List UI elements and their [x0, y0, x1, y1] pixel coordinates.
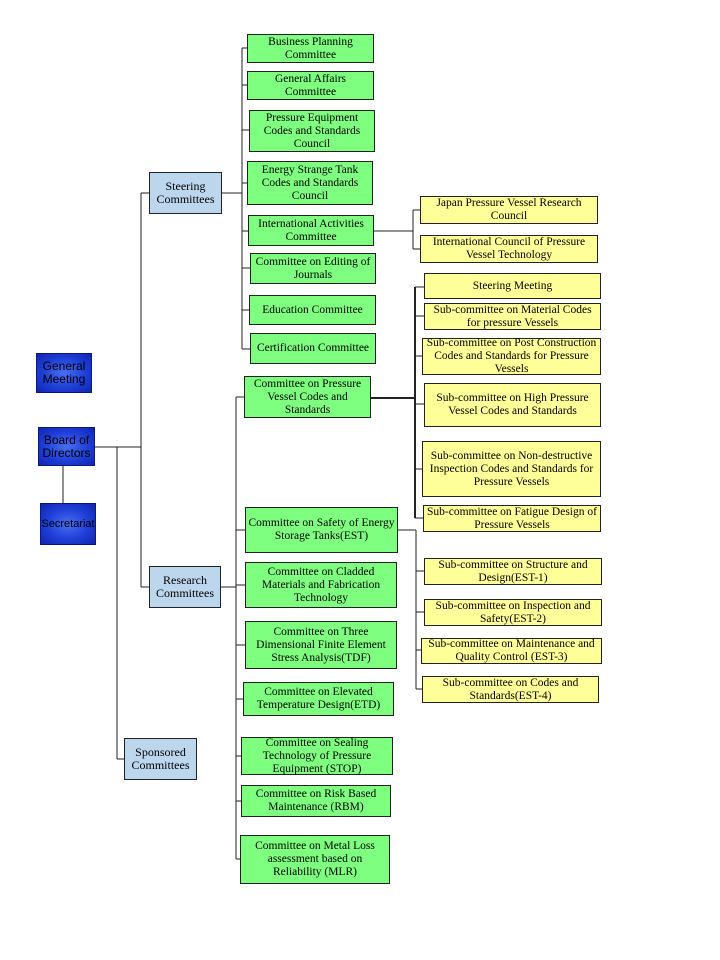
- steering-committee-node: Pressure Equipment Codes and Standards C…: [249, 110, 375, 152]
- international-body-label: International Council of Pressure Vessel…: [432, 236, 586, 261]
- steering-committees-node: Steering Committees: [149, 172, 222, 214]
- est-subcommittee-node: Sub-committee on Inspection and Safety(E…: [424, 599, 602, 626]
- est-subcommittee-label: Sub-committee on Structure and Design(ES…: [438, 558, 588, 584]
- pvcs-subcommittee-label: Sub-committee on Non-destructive Inspect…: [429, 449, 594, 488]
- steering-committee-node: Business Planning Committee: [247, 34, 374, 63]
- international-body-node: International Council of Pressure Vessel…: [420, 235, 598, 263]
- research-committee-node: Committee on Risk Based Maintenance (RBM…: [241, 785, 391, 817]
- research-committee-node: Committee on Metal Loss assessment based…: [240, 835, 390, 884]
- research-committee-node: Committee on Three Dimensional Finite El…: [245, 621, 397, 669]
- steering-committee-label: Education Committee: [262, 303, 363, 316]
- est-committee-node: Committee on Safety of Energy Storage Ta…: [245, 507, 398, 553]
- pvcs-subcommittee-node: Sub-committee on Post Construction Codes…: [422, 337, 601, 375]
- steering-committee-node: General Affairs Committee: [247, 71, 374, 100]
- secretariat-label: Secretariat: [41, 517, 95, 530]
- sponsored-committees-node: Sponsored Committees: [124, 738, 197, 780]
- board-of-directors-label: Board of Directors: [42, 432, 91, 460]
- pvcs-subcommittee-node: Sub-committee on Fatigue Design of Press…: [423, 505, 601, 532]
- steering-committee-node: Education Committee: [249, 295, 376, 325]
- pvcs-subcommittee-label: Sub-committee on Material Codes for pres…: [433, 303, 592, 329]
- est-subcommittee-node: Sub-committee on Codes and Standards(EST…: [422, 676, 599, 703]
- pvcs-subcommittee-node: Sub-committee on Material Codes for pres…: [424, 303, 601, 330]
- secretariat-node: Secretariat: [40, 503, 96, 545]
- research-committees-node: Research Committees: [149, 566, 221, 608]
- board-of-directors-node: Board of Directors: [38, 427, 95, 466]
- pvcs-subcommittee-label: Steering Meeting: [472, 279, 553, 292]
- research-committee-label: Committee on Sealing Technology of Press…: [262, 736, 372, 775]
- steering-committee-node: Certification Committee: [250, 333, 376, 364]
- pvcs-subcommittee-node: Steering Meeting: [424, 273, 601, 299]
- steering-committee-label: Certification Committee: [256, 342, 370, 354]
- research-committee-label: Committee on Risk Based Maintenance (RBM…: [255, 788, 377, 813]
- international-activities-node: International Activities Committee: [248, 215, 374, 246]
- pvcs-subcommittee-label: Sub-committee on Fatigue Design of Press…: [427, 505, 597, 531]
- steering-committee-label: Pressure Equipment Codes and Standards C…: [263, 111, 361, 150]
- steering-committees-label: Steering Committees: [156, 179, 215, 206]
- pvcs-subcommittee-label: Sub-committee on High Pressure Vessel Co…: [436, 392, 589, 417]
- steering-committee-label: Committee on Editing of Journals: [255, 255, 371, 281]
- sponsored-committees-label: Sponsored Committees: [131, 745, 190, 772]
- steering-committee-label: General Affairs Committee: [275, 72, 346, 98]
- est-subcommittee-label: Sub-committee on Inspection and Safety(E…: [435, 599, 591, 625]
- research-committee-label: Committee on Three Dimensional Finite El…: [256, 625, 386, 664]
- steering-committee-label: Energy Strange Tank Codes and Standards …: [261, 163, 359, 202]
- international-body-label: Japan Pressure Vessel Research Council: [436, 197, 582, 222]
- international-body-node: Japan Pressure Vessel Research Council: [420, 196, 598, 224]
- steering-committee-node: Committee on Editing of Journals: [250, 253, 376, 284]
- research-committee-node: Committee on Cladded Materials and Fabri…: [245, 562, 397, 608]
- general-meeting-label: General Meeting: [42, 359, 86, 386]
- research-committee-label: Committee on Metal Loss assessment based…: [255, 840, 375, 878]
- pvcs-subcommittee-node: Sub-committee on Non-destructive Inspect…: [422, 441, 601, 497]
- research-committee-node: Committee on Elevated Temperature Design…: [243, 682, 394, 716]
- est-subcommittee-label: Sub-committee on Codes and Standards(EST…: [442, 676, 579, 702]
- pvcs-subcommittee-label: Sub-committee on Post Construction Codes…: [426, 337, 597, 375]
- pvcs-committee-label: Committee on Pressure Vessel Codes and S…: [253, 377, 362, 416]
- research-committee-label: Committee on Safety of Energy Storage Ta…: [248, 517, 395, 542]
- research-committee-label: Committee on Cladded Materials and Fabri…: [261, 565, 381, 604]
- steering-committee-label: Business Planning Committee: [268, 35, 353, 61]
- research-committees-label: Research Committees: [156, 573, 214, 600]
- general-meeting-node: General Meeting: [36, 353, 92, 393]
- est-subcommittee-node: Sub-committee on Maintenance and Quality…: [421, 638, 602, 664]
- est-subcommittee-node: Sub-committee on Structure and Design(ES…: [424, 558, 602, 585]
- pvcs-committee-node: Committee on Pressure Vessel Codes and S…: [244, 376, 371, 418]
- research-committee-node: Committee on Sealing Technology of Press…: [241, 737, 393, 775]
- research-committee-label: Committee on Elevated Temperature Design…: [256, 686, 381, 711]
- steering-committee-label: International Activities Committee: [258, 217, 364, 243]
- pvcs-subcommittee-node: Sub-committee on High Pressure Vessel Co…: [424, 383, 601, 427]
- steering-committee-node: Energy Strange Tank Codes and Standards …: [247, 161, 373, 205]
- est-subcommittee-label: Sub-committee on Maintenance and Quality…: [428, 638, 595, 663]
